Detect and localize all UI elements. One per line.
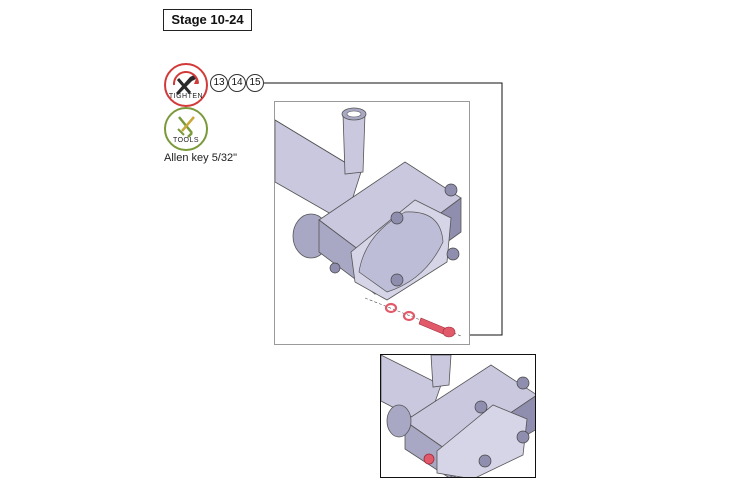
tighten-label: TIGHTEN <box>168 93 204 100</box>
wrench-icon <box>172 71 199 95</box>
pump-assembly-drawing <box>275 107 462 338</box>
main-illustration <box>274 101 470 345</box>
pump-detail-drawing <box>381 355 535 477</box>
detail-inset <box>380 354 536 478</box>
tools-badge: TOOLS <box>164 107 208 151</box>
allen-key-icon <box>177 116 195 138</box>
tighten-badge: TIGHTEN <box>164 63 208 107</box>
step-number: 15 <box>246 74 264 92</box>
step-number: 14 <box>228 74 246 92</box>
tools-label: TOOLS <box>172 137 200 144</box>
stage-title: Stage 10-24 <box>163 9 252 31</box>
step-number: 13 <box>210 74 228 92</box>
tool-caption: Allen key 5/32" <box>164 152 238 164</box>
